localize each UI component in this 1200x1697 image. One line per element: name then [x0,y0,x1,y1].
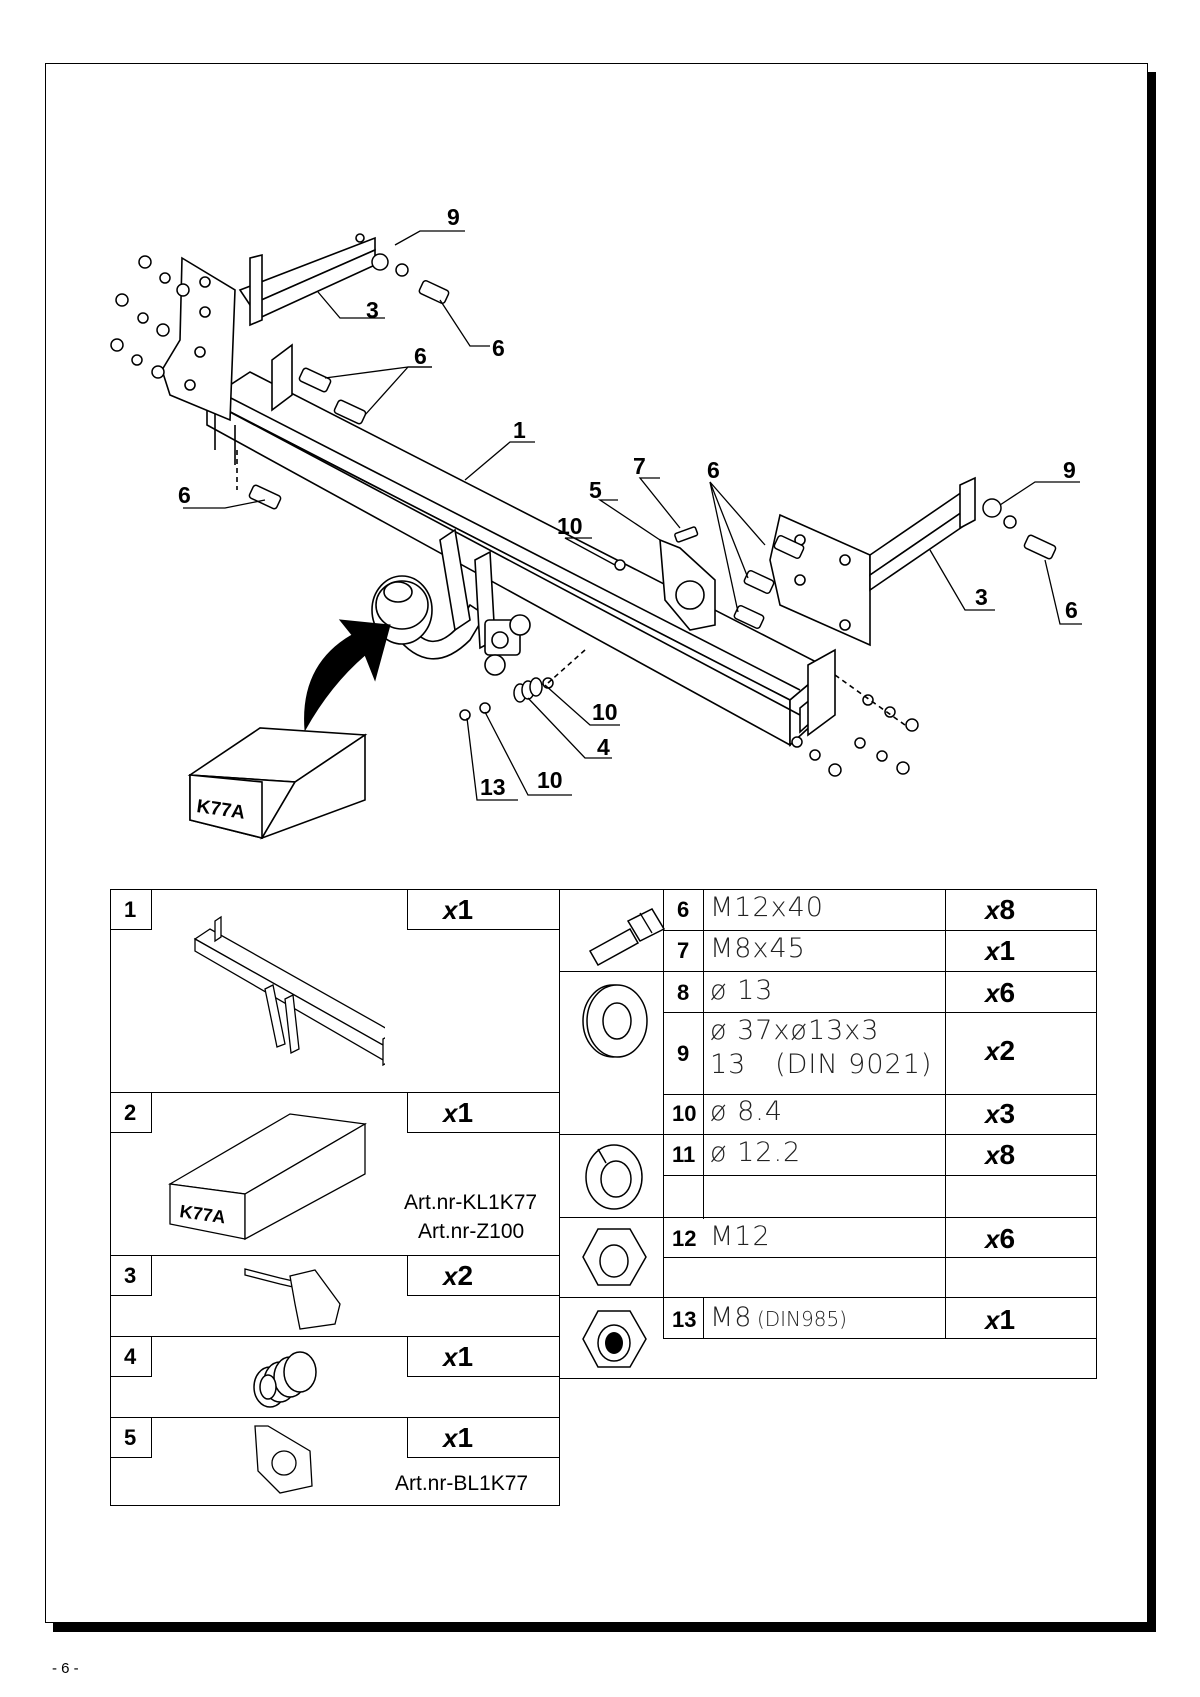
spring-washer-icon [585,1144,643,1210]
page-number: - 6 - [52,1660,79,1677]
left-bracket-drawing [161,233,376,422]
part-5-article: Art.nr-BL1K77 [395,1472,529,1495]
washer-icon [582,984,648,1058]
crossbar-drawing [205,343,836,747]
right-bracket-drawing [769,476,976,647]
part-7-number: 7 [677,938,690,963]
parts-table: 1 x1 2 x1 K77A Art.nr-KL1K77 Art.nr-Z100… [110,889,1097,1506]
callout-1: 1 [513,417,526,443]
part-6-quantity: x8 [985,894,1016,925]
callout-9: 9 [447,204,460,230]
callout-10: 10 [537,767,563,793]
part-3-number: 3 [124,1263,137,1288]
callout-6: 6 [414,343,427,369]
callout-numbers: 9 3 6 6 1 6 7 5 6 9 10 3 6 10 4 13 10 [178,204,1078,800]
part-5-quantity: x1 [443,1422,474,1453]
socket-box-drawing [187,727,368,840]
part-7-spec: M8x45 [710,933,806,964]
callout-6: 6 [492,335,505,361]
callout-4: 4 [597,734,610,760]
part-12-spec: M12 [710,1221,771,1252]
leader-lines [183,230,1082,801]
part-12-number: 12 [672,1226,697,1251]
part-9-quantity: x2 [985,1035,1016,1066]
part-6-spec: M12x40 [710,892,824,923]
part-2-article-2: Art.nr-Z100 [418,1220,525,1243]
part-6-number: 6 [677,897,690,922]
part-7-quantity: x1 [985,935,1016,966]
part-9-spec: ø 37xø13x3 [710,1015,880,1046]
part-10-number: 10 [672,1101,697,1126]
part-5-number: 5 [124,1425,137,1450]
part-10-quantity: x3 [985,1098,1016,1129]
part-2-quantity: x1 [443,1097,474,1128]
part-2-number: 2 [124,1100,137,1125]
callout-10: 10 [557,513,583,539]
towball-drawing [371,528,531,676]
part-1-quantity: x1 [443,894,474,925]
callout-6: 6 [178,482,191,508]
callout-6: 6 [1065,597,1078,623]
part-13-number: 13 [672,1307,697,1332]
bolt-icon [588,908,666,966]
spring-icon [253,1351,317,1408]
part-10-spec: ø 8.4 [710,1096,784,1127]
part-11-number: 11 [672,1142,696,1167]
callout-6: 6 [707,457,720,483]
part-13-spec: M8 (DIN985) [710,1302,847,1333]
part-4-quantity: x1 [443,1341,474,1372]
callout-10: 10 [592,699,618,725]
crossbar-icon [193,915,385,1067]
part-12-quantity: x6 [985,1223,1016,1254]
part-11-quantity: x8 [985,1139,1016,1170]
part-8-spec: ø 13 [710,975,774,1006]
callout-9: 9 [1063,457,1076,483]
arrow-icon [304,619,391,732]
part-2-article-1: Art.nr-KL1K77 [404,1191,538,1214]
hex-nut-icon [582,1228,647,1286]
callout-3: 3 [975,584,988,610]
part-8-quantity: x6 [985,977,1016,1008]
part-11-spec: ø 12.2 [710,1137,802,1168]
callout-5: 5 [589,477,602,503]
part-3-quantity: x2 [443,1260,474,1291]
socket-plate-icon [254,1425,313,1494]
part-9-number: 9 [677,1041,690,1066]
callout-7: 7 [633,453,646,479]
callout-13: 13 [480,774,506,800]
part-1-number: 1 [124,897,137,922]
callout-3: 3 [366,297,379,323]
part-4-number: 4 [124,1344,137,1369]
socket-box-icon: K77A [168,1113,367,1241]
part-8-number: 8 [677,980,690,1005]
side-bracket-icon [244,1268,341,1330]
part-13-quantity: x1 [985,1304,1016,1335]
fasteners-drawing [110,253,1057,777]
socket-plate-drawing [659,538,716,631]
lock-nut-icon [582,1310,647,1368]
part-9-spec-din: 13 (DIN 9021) [710,1049,933,1080]
